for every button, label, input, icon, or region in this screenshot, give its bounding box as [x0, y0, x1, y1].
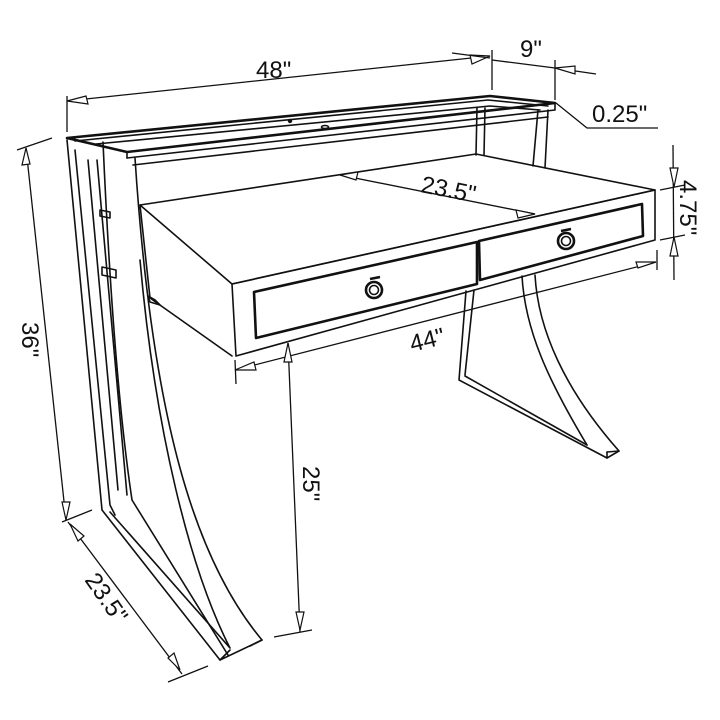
dimension-desk-depth — [339, 171, 536, 219]
ring-pull-icon — [556, 227, 576, 251]
apron — [231, 189, 656, 357]
left-drawer — [252, 240, 479, 340]
right-leg — [458, 274, 620, 459]
dimension-leg-clearance — [273, 342, 313, 638]
dimension-apron-height — [659, 144, 686, 281]
label-leg-clearance: 25" — [297, 466, 324, 501]
dimension-base-depth — [67, 521, 209, 683]
top-shelf — [65, 94, 557, 166]
right-drawer — [477, 202, 645, 282]
label-overall-width: 48" — [256, 57, 291, 84]
left-leg — [66, 139, 263, 661]
dimension-shelf-depth — [491, 59, 597, 100]
label-overall-height: 36" — [16, 322, 43, 357]
desk-top — [139, 153, 656, 357]
ring-pull-icon — [364, 275, 384, 300]
label-apron-height: 4.75" — [674, 180, 701, 235]
dimension-inner-width — [234, 250, 658, 385]
shelf-supports — [475, 107, 549, 169]
dimension-overall-width — [66, 50, 493, 132]
label-shelf-depth: 9" — [520, 36, 542, 63]
label-desk-depth: 23.5" — [419, 171, 478, 208]
dimension-shelf-thickness — [555, 102, 658, 129]
label-shelf-thickness: 0.25" — [592, 101, 647, 128]
label-inner-width: 44" — [407, 323, 448, 358]
dimension-overall-height — [16, 137, 93, 523]
